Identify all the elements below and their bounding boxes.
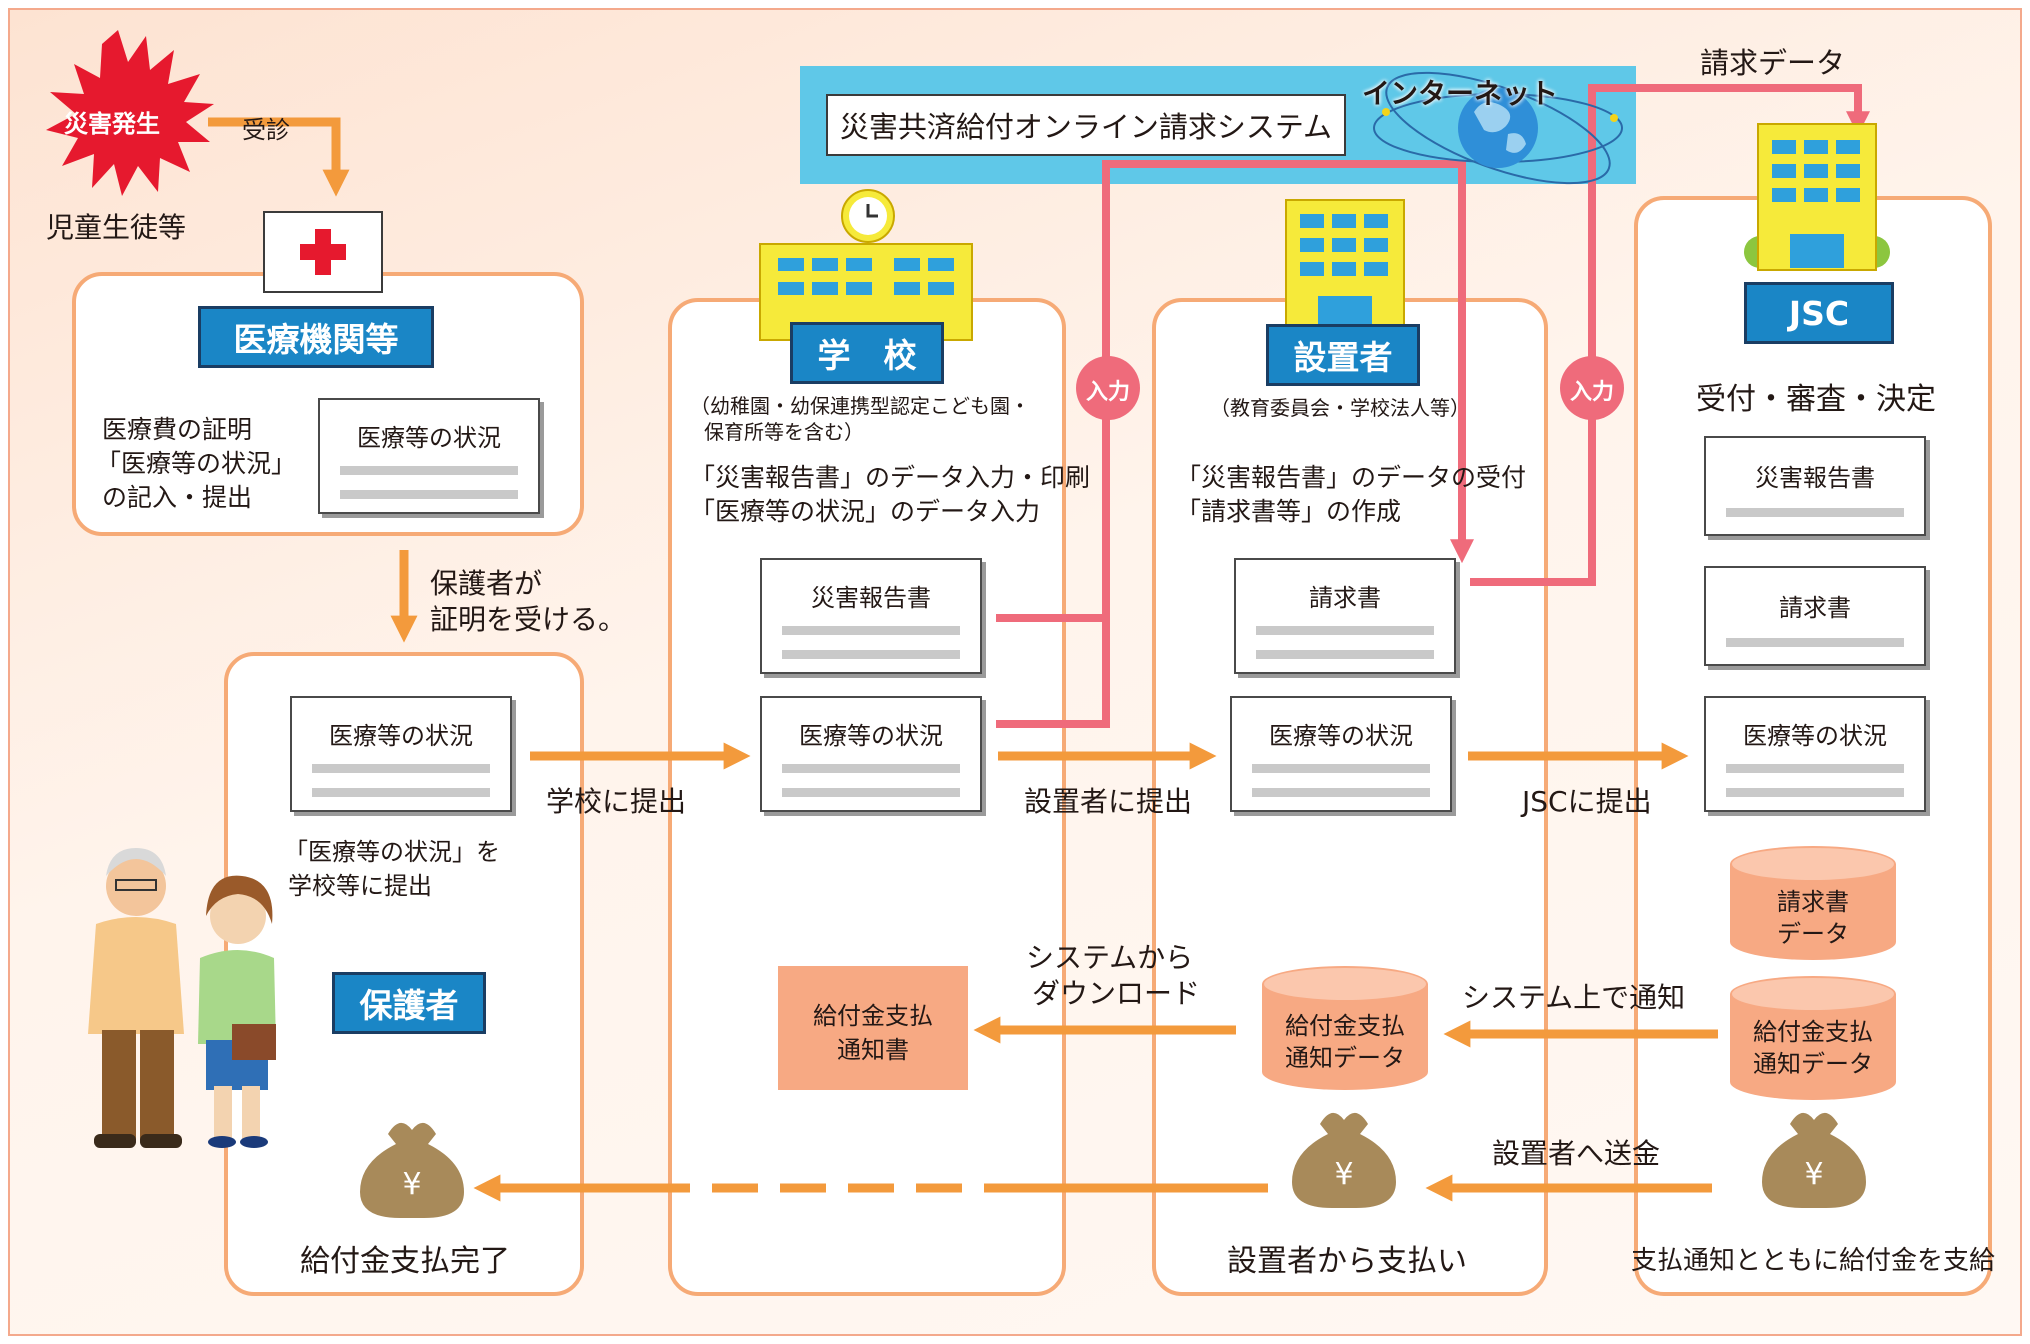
guardian-paid-label: 給付金支払完了 [300, 1244, 510, 1279]
jsc-pay-label: 支払通知とともに給付金を支給 [1630, 1246, 1995, 1276]
download-label-2: ダウンロード [1032, 977, 1201, 1010]
guardians-illustration [88, 848, 276, 1148]
guardian-step-1: 保護者が [430, 567, 543, 600]
establisher-notice-db: 給付金支払 通知データ [1262, 966, 1428, 1090]
school-doc-medical: 医療等の状況 [760, 696, 982, 812]
input-badge-school [1076, 356, 1140, 420]
medical-title: 医療機関等 [198, 306, 434, 368]
arrow-visit [208, 117, 350, 197]
school-title: 学 校 [790, 322, 944, 384]
globe-icon [1373, 71, 1623, 185]
school-sub-2: 保育所等を含む） [704, 420, 864, 444]
establisher-pay-label: 設置者から支払い [1227, 1244, 1467, 1279]
guardian-title: 保護者 [332, 972, 486, 1034]
school-doc-report: 災害報告書 [760, 558, 982, 674]
input-label-establisher: 入力 [1569, 380, 1614, 405]
submit-school-label: 学校に提出 [546, 785, 687, 818]
establisher-task-2: 「請求書等」の作成 [1176, 497, 1402, 526]
yen-money-bag-icon: ¥ [1762, 1112, 1866, 1208]
burst-label: 災害発生 [64, 110, 160, 138]
school-notice-doc: 給付金支払 通知書 [778, 966, 968, 1090]
db-line-2: 通知データ [1285, 1044, 1405, 1072]
red-cross-icon [263, 211, 383, 293]
jsc-notice-db: 給付金支払 通知データ [1730, 976, 1896, 1100]
pink-input-line-1 [996, 160, 1474, 622]
jsc-process: 受付・審査・決定 [1696, 382, 1936, 417]
internet-label: インターネット [1362, 77, 1559, 110]
establisher-title: 設置者 [1266, 324, 1420, 386]
guardian-doc: 医療等の状況 [290, 696, 512, 812]
establisher-doc-invoice: 請求書 [1234, 558, 1456, 674]
download-label-1: システムから [1026, 941, 1194, 974]
medical-doc: 医療等の状況 [318, 398, 540, 514]
school-task-1: 「災害報告書」のデータ入力・印刷 [690, 463, 1091, 492]
establisher-sub: （教育委員会・学校法人等） [1210, 396, 1470, 420]
jsc-building-icon [1744, 123, 1890, 271]
jsc-doc-medical: 医療等の状況 [1704, 696, 1926, 812]
medical-desc-1: 医療費の証明 [102, 415, 253, 444]
submit-establisher-label: 設置者に提出 [1024, 785, 1193, 818]
medical-desc-2: 「医療等の状況」 [96, 449, 297, 478]
notice-line-2: 通知書 [837, 1036, 909, 1064]
db-line-1: 請求書 [1777, 888, 1849, 916]
doc-title: 医療等の状況 [1269, 722, 1413, 750]
doc-title: 医療等の状況 [799, 722, 943, 750]
svg-text:¥: ¥ [1334, 1157, 1353, 1192]
doc-title: 請求書 [1309, 584, 1381, 612]
doc-title: 災害報告書 [811, 584, 931, 612]
guardian-note-2: 学校等に提出 [288, 872, 432, 900]
establisher-building-icon [1285, 199, 1405, 331]
notify-label: システム上で通知 [1462, 981, 1686, 1014]
doc-title: 医療等の状況 [357, 424, 501, 452]
request-data-label: 請求データ [1700, 46, 1846, 80]
db-line-1: 給付金支払 [1285, 1012, 1405, 1040]
school-task-2: 「医療等の状況」のデータ入力 [690, 497, 1041, 526]
system-title-box: 災害共済給付オンライン請求システム [826, 94, 1346, 156]
disaster-burst-icon [46, 30, 214, 196]
remit-label: 設置者へ送金 [1492, 1137, 1661, 1170]
svg-text:¥: ¥ [1804, 1157, 1823, 1192]
doc-title: 医療等の状況 [329, 722, 473, 750]
db-line-2: データ [1777, 920, 1849, 948]
establisher-doc-medical: 医療等の状況 [1230, 696, 1452, 812]
doc-title: 請求書 [1779, 594, 1851, 622]
jsc-doc-invoice: 請求書 [1704, 566, 1926, 666]
yen-money-bag-icon: ¥ [360, 1122, 464, 1218]
submit-jsc-label: JSCに提出 [1522, 785, 1652, 818]
notice-line-1: 給付金支払 [813, 1002, 933, 1030]
input-label-school: 入力 [1085, 380, 1130, 405]
establisher-task-1: 「災害報告書」のデータの受付 [1176, 463, 1527, 492]
guardian-note-1: 「医療等の状況」を [284, 838, 500, 866]
doc-title: 災害報告書 [1755, 464, 1875, 492]
input-badge-establisher [1560, 356, 1624, 420]
visit-label: 受診 [242, 116, 290, 144]
jsc-doc-report: 災害報告書 [1704, 436, 1926, 536]
school-sub-1: （幼稚園・幼保連携型認定こども園・ [690, 394, 1030, 418]
school-building-icon [759, 189, 973, 341]
guardian-step-2: 証明を受ける。 [430, 603, 627, 636]
yen-money-bag-icon: ¥ [1292, 1112, 1396, 1208]
svg-text:¥: ¥ [402, 1167, 421, 1202]
pink-input-line-2 [996, 618, 1110, 728]
jsc-invoice-db: 請求書 データ [1730, 846, 1896, 960]
students-label: 児童生徒等 [46, 211, 187, 244]
db-line-2: 通知データ [1753, 1050, 1873, 1078]
db-line-1: 給付金支払 [1753, 1018, 1873, 1046]
medical-desc-3: の記入・提出 [102, 483, 253, 512]
system-title: 災害共済給付オンライン請求システム [839, 110, 1333, 144]
doc-title: 医療等の状況 [1743, 722, 1887, 750]
jsc-title: JSC [1744, 282, 1894, 344]
pink-request-line [1470, 84, 1870, 586]
